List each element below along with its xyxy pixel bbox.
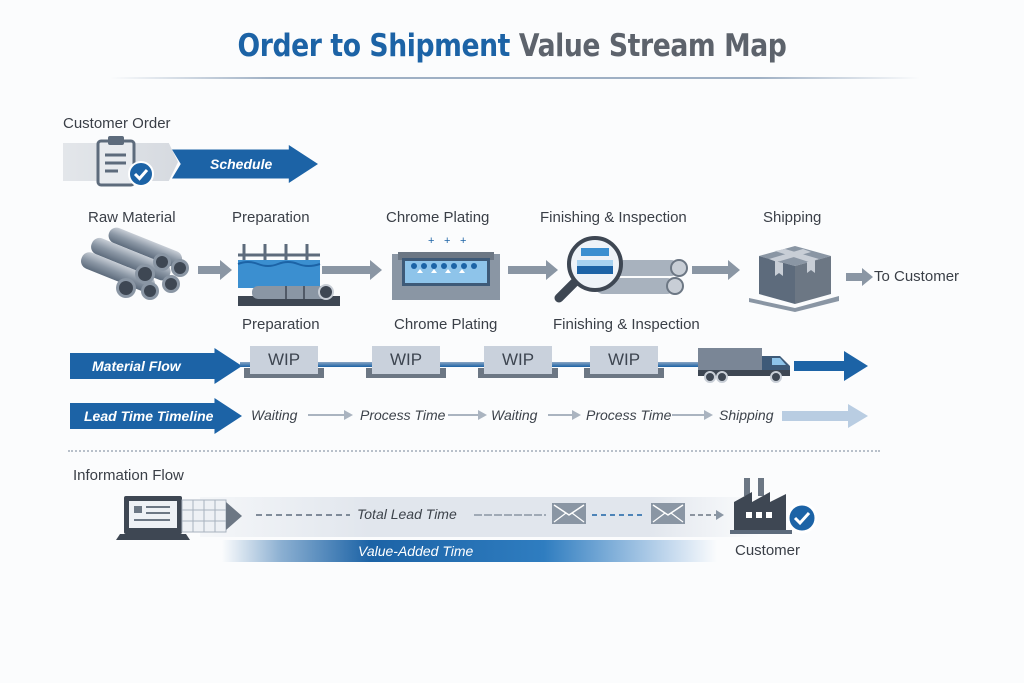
dashed-arrow [690, 510, 724, 520]
lead-time-label: Lead Time Timeline [84, 408, 214, 424]
step-label-finishing-inspection: Finishing & Inspection [540, 209, 687, 226]
step-sublabel-finishing-inspection: Finishing & Inspection [553, 316, 700, 333]
step-sublabel-preparation: Preparation [242, 316, 320, 333]
value-added-time-label: Value-Added Time [358, 543, 474, 559]
timeline-arrow-4 [672, 410, 713, 420]
clipboard-check-icon [96, 136, 154, 187]
page-title: Order to Shipment Value Stream Map [72, 28, 953, 64]
process-arrow-2 [322, 260, 382, 280]
wip-label: WIP [250, 346, 318, 374]
svg-text:+: + [444, 235, 450, 247]
timeline-step-waiting-2: Waiting [491, 407, 538, 423]
step-sublabel-chrome-plating: Chrome Plating [394, 316, 498, 333]
step-label-raw-material: Raw Material [88, 209, 176, 226]
plating-bath-icon: + + + [392, 235, 500, 300]
material-flow-banner: Material Flow [70, 348, 242, 384]
timeline-step-process-2: Process Time [586, 407, 672, 423]
process-arrow-1 [198, 260, 232, 280]
step-label-preparation: Preparation [232, 209, 310, 226]
to-customer-arrow [846, 268, 873, 286]
wip-label: WIP [372, 346, 440, 374]
customer-order-label: Customer Order [63, 115, 171, 132]
timeline-end-arrow [782, 404, 868, 428]
wip-inventory-2: WIP [366, 346, 446, 382]
timeline-arrow-2 [448, 410, 487, 420]
schedule-arrow: Schedule [172, 145, 318, 183]
material-flow-label: Material Flow [92, 358, 181, 374]
timeline-step-shipping: Shipping [719, 407, 774, 423]
lead-time-banner: Lead Time Timeline [70, 398, 242, 434]
step-label-shipping: Shipping [763, 209, 822, 226]
material-flow-line [240, 362, 700, 367]
svg-text:+: + [428, 235, 434, 247]
dashed-line-3 [592, 514, 646, 516]
wip-inventory-1: WIP [244, 346, 324, 382]
material-flow-arrow [794, 351, 868, 381]
customer-label: Customer [735, 542, 801, 559]
wip-label: WIP [484, 346, 552, 374]
factory-icon [730, 478, 818, 534]
steel-tubes-icon [80, 227, 189, 300]
pallet-box-icon [749, 246, 839, 312]
preparation-tank-icon [237, 244, 340, 306]
laptop-schedule-icon [116, 496, 242, 540]
wip-label: WIP [590, 346, 658, 374]
to-customer-label: To Customer [874, 268, 960, 285]
schedule-label: Schedule [210, 156, 273, 172]
timeline-step-waiting-1: Waiting [251, 407, 298, 423]
section-divider [68, 450, 880, 452]
timeline-arrow-3 [548, 410, 581, 420]
dashed-line-2 [474, 514, 546, 516]
truck-icon [698, 348, 790, 383]
value-added-time-bar: Value-Added Time [222, 540, 717, 562]
envelope-icon [651, 503, 685, 524]
title-part-2: Value Stream Map [518, 28, 787, 64]
information-flow-label: Information Flow [73, 467, 184, 484]
title-divider [110, 77, 920, 79]
timeline-step-process-1: Process Time [360, 407, 446, 423]
wip-inventory-4: WIP [584, 346, 664, 382]
timeline-arrow-1 [308, 410, 353, 420]
total-lead-time-label: Total Lead Time [357, 506, 457, 522]
magnifier-inspection-icon [554, 236, 688, 303]
dashed-line-1 [256, 514, 350, 516]
title-part-1: Order to Shipment [237, 28, 511, 64]
step-label-chrome-plating: Chrome Plating [386, 209, 490, 226]
svg-text:+: + [460, 235, 466, 247]
process-arrow-4 [692, 260, 740, 280]
process-arrow-3 [508, 260, 558, 280]
envelope-icon [552, 503, 586, 524]
wip-inventory-3: WIP [478, 346, 558, 382]
